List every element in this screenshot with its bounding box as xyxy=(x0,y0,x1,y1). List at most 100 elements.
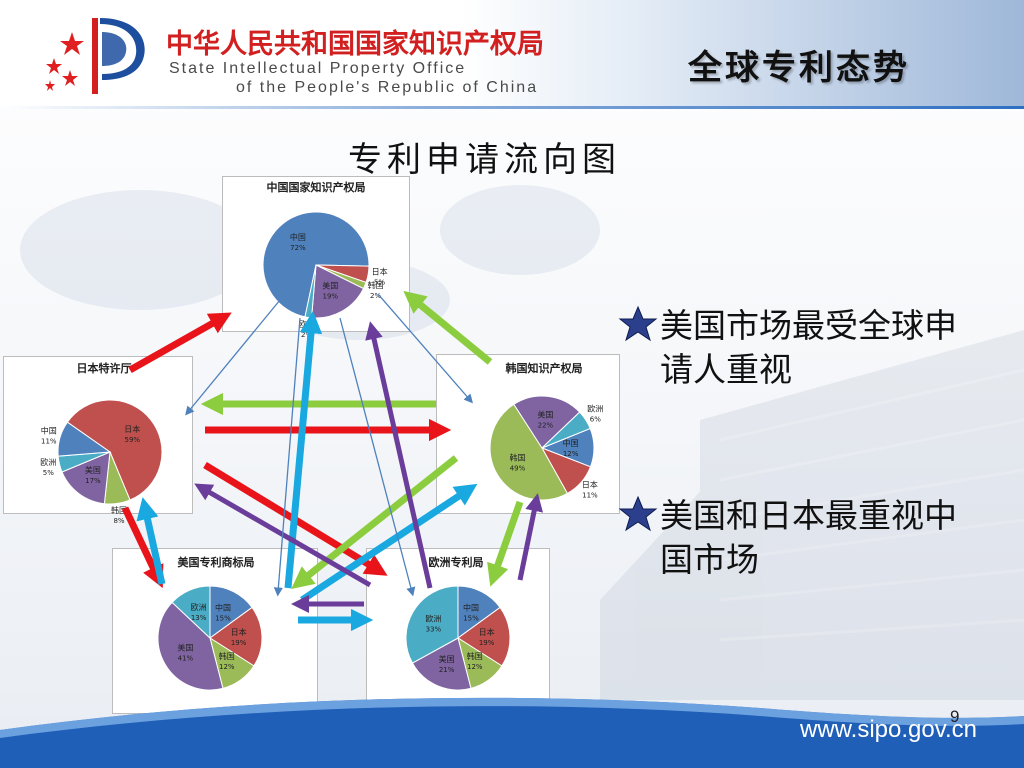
pie-slice-value: 15% xyxy=(463,615,479,623)
pie-slice xyxy=(171,585,211,640)
pie-slice xyxy=(457,606,511,667)
pie-slice-label: 韩国 xyxy=(510,453,526,463)
pie-slice xyxy=(541,411,591,449)
pie-slice-label: 日本 xyxy=(582,480,598,490)
pie-slice-label: 日本 xyxy=(231,627,247,637)
bullet-item: 美国市场最受全球申请人重视 xyxy=(618,304,957,394)
pie-slice-value: 72% xyxy=(290,244,306,252)
arrow-us-to-jp xyxy=(136,497,166,585)
header-divider xyxy=(0,106,1024,109)
pie-slice-label: 日本 xyxy=(124,424,140,434)
pie-slice-value: 19% xyxy=(479,639,495,647)
pie-slice xyxy=(61,451,111,505)
pie-slice-value: 11% xyxy=(582,492,598,500)
page-number: 9 xyxy=(950,707,960,726)
pie-slice-label: 美国 xyxy=(537,410,553,420)
pie-slice-label: 中国 xyxy=(215,603,231,613)
pie-slice-label: 中国 xyxy=(463,603,479,613)
pie-slice-value: 2% xyxy=(301,331,312,339)
pie-slice-label: 美国 xyxy=(322,280,338,290)
pie-slice-value: 19% xyxy=(323,292,339,300)
pie-slice xyxy=(66,399,163,501)
section-title: 全球专利态势 xyxy=(688,48,910,88)
arrow-cn-to-kr xyxy=(377,293,473,404)
org-name-english-line1: State Intellectual Property Office xyxy=(169,60,467,77)
pie-title: 欧洲专利局 xyxy=(429,555,484,569)
pie-slice-value: 6% xyxy=(590,416,601,424)
footer-wave xyxy=(0,697,1024,768)
pie-slice xyxy=(457,585,501,639)
pie-slice-value: 13% xyxy=(191,614,207,622)
pie-slice-label: 日本 xyxy=(372,267,388,277)
pie-slice-label: 中国 xyxy=(290,232,306,242)
pie-slice-value: 5% xyxy=(374,279,385,287)
pies-layer: 中国国家知识产权局中国72%日本5%韩国2%美国19%欧洲2%日本特许厅日本59… xyxy=(40,180,603,691)
pie-slice-value: 11% xyxy=(41,437,57,445)
org-name-chinese: 中华人民共和国国家知识产权局 xyxy=(166,29,544,60)
pie-slice xyxy=(411,637,472,691)
arrow-kr-to-cn xyxy=(403,290,493,365)
arrows-layer xyxy=(121,290,544,632)
arrow-jp-to-cn xyxy=(128,312,232,374)
arrow-kr-to-eu xyxy=(487,500,524,587)
pie-slice-label: 美国 xyxy=(439,654,455,664)
pie-slice-label: 韩国 xyxy=(219,651,235,661)
header-bar xyxy=(0,0,1024,108)
bullet-item: 美国和日本最重视中国市场 xyxy=(618,494,957,584)
pie-slice xyxy=(262,211,370,318)
arrow-us-to-kr xyxy=(300,483,478,603)
pie-slice-label: 韩国 xyxy=(111,505,127,515)
pie-slice xyxy=(57,421,112,457)
website-url[interactable]: www.sipo.gov.cn xyxy=(800,716,977,743)
pie-title: 美国专利商标局 xyxy=(178,555,255,569)
arrow-cn-to-us xyxy=(273,317,301,597)
pie-slice-value: 5% xyxy=(43,469,54,477)
arrow-cn-to-eu xyxy=(339,317,416,597)
pie-slice-value: 17% xyxy=(85,477,101,485)
org-name-english-line2: of the People's Republic of China xyxy=(236,79,539,96)
pie-slice-value: 12% xyxy=(219,663,235,671)
pie-title: 韩国知识产权局 xyxy=(506,361,583,375)
pie-slice-label: 欧洲 xyxy=(425,613,441,623)
pie-slice-value: 41% xyxy=(178,655,194,663)
pie-slice-label: 中国 xyxy=(41,425,57,435)
pie-slice xyxy=(209,585,253,639)
pie-slice-label: 韩国 xyxy=(467,651,483,661)
pie-slice-label: 欧洲 xyxy=(40,457,56,467)
bullet-text: 美国市场最受全球申请人重视 xyxy=(660,306,957,389)
pie-slice-value: 59% xyxy=(125,436,141,444)
pie-slice-label: 欧洲 xyxy=(587,404,603,414)
arrow-eu-to-jp xyxy=(194,483,372,588)
pie-slice-value: 8% xyxy=(113,517,124,525)
pie-slice-label: 欧洲 xyxy=(191,602,207,612)
pie-slice-value: 15% xyxy=(215,615,231,623)
pie-slice-label: 美国 xyxy=(177,643,193,653)
pie-slice-value: 22% xyxy=(538,422,554,430)
pie-slice-value: 12% xyxy=(467,663,483,671)
arrow-cn-to-jp xyxy=(185,299,281,416)
slide-title: 专利申请流向图 xyxy=(348,140,621,180)
pie-slice xyxy=(513,395,581,449)
pie-slice-label: 韩国 xyxy=(368,280,384,290)
star-icon xyxy=(618,305,658,342)
sipo-logo-icon xyxy=(45,18,145,94)
pie-slice xyxy=(405,585,459,664)
pie-slice-value: 33% xyxy=(426,625,442,633)
pie-title: 中国国家知识产权局 xyxy=(267,180,366,194)
arrow-eu-to-kr xyxy=(517,493,544,581)
pie-slice-value: 49% xyxy=(510,465,526,473)
pie-slice-label: 日本 xyxy=(479,627,495,637)
pie-slice xyxy=(157,601,224,691)
pie-slice-value: 19% xyxy=(231,639,247,647)
pie-slice xyxy=(209,606,263,667)
pie-slice-value: 21% xyxy=(439,666,455,674)
pie-slice xyxy=(489,403,569,501)
